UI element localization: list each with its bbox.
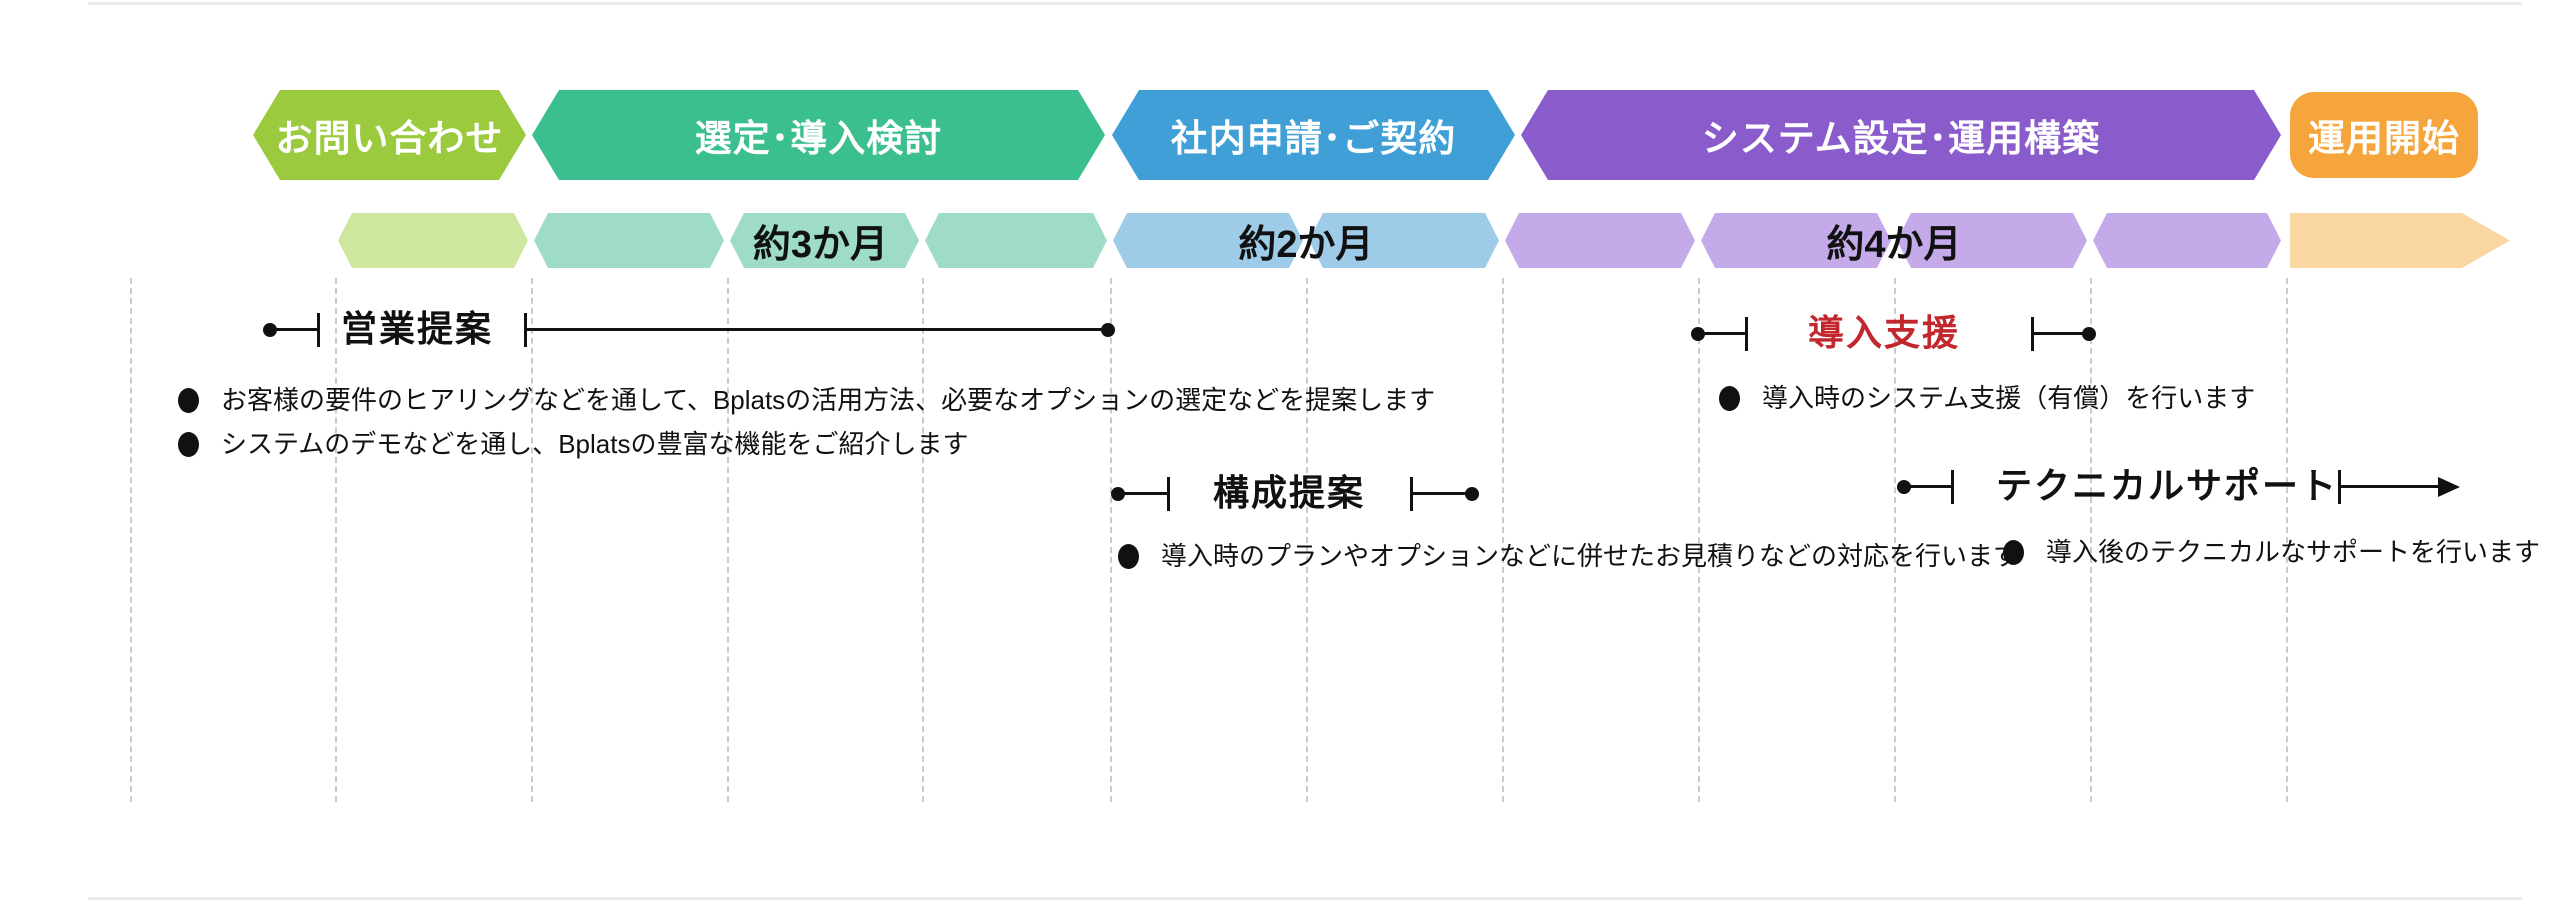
interval-line xyxy=(2340,485,2440,488)
bullet-icon xyxy=(178,431,199,457)
stage-setup-label: システム設定･運用構築 xyxy=(1701,118,2101,159)
interval-end-dot xyxy=(1465,487,1479,501)
interval-tick xyxy=(1951,470,1954,504)
grid-dashed-line xyxy=(1502,278,1504,802)
grid-dashed-line xyxy=(531,278,533,802)
grid-dashed-line xyxy=(922,278,924,802)
bullet-icon xyxy=(1118,543,1139,569)
annotation-title-implementation-support: 導入支援 xyxy=(1808,312,1961,353)
interval-line xyxy=(2033,332,2089,335)
bullet-item: お客様の要件のヒアリングなどを通して、Bplatsの活用方法、必要なオプションの… xyxy=(178,387,1435,413)
stage-application: 社内申請･ご契約 xyxy=(1112,90,1515,180)
interval-tick xyxy=(1410,477,1413,511)
interval-tick xyxy=(2338,470,2341,504)
interval-tick xyxy=(317,313,320,347)
ongoing-arrow-icon xyxy=(2438,477,2460,497)
bullet-icon xyxy=(2003,539,2024,565)
month-segment-application-1 xyxy=(1113,213,1303,268)
duration-label-setup: 約4か月 xyxy=(1826,224,1962,266)
grid-dashed-line xyxy=(130,278,132,802)
annotation-title-config-proposal: 構成提案 xyxy=(1213,472,1366,513)
bullet-icon xyxy=(178,387,199,413)
duration-label-selection: 約3か月 xyxy=(752,224,889,266)
interval-tick xyxy=(1167,477,1170,511)
interval-end-dot xyxy=(1101,323,1115,337)
annotation-title-technical-support: テクニカルサポート xyxy=(1996,465,2339,506)
interval-line xyxy=(526,328,1108,331)
bullet-item: 導入時のプランやオプションなどに併せたお見積りなどの対応を行います xyxy=(1118,543,2019,569)
stage-launch-label: 運用開始 xyxy=(2308,118,2460,159)
grid-dashed-line xyxy=(1306,278,1308,802)
month-segment-selection-1 xyxy=(534,213,724,268)
month-segment-setup-3 xyxy=(1897,213,2087,268)
interval-end-dot xyxy=(2082,327,2096,341)
stage-selection-label: 選定･導入検討 xyxy=(694,118,943,159)
grid-dashed-line xyxy=(1894,278,1896,802)
bottom-border-line xyxy=(88,897,2522,900)
month-segment-selection-2 xyxy=(730,213,919,268)
bullet-icon xyxy=(1719,385,1740,411)
month-segment-setup-1 xyxy=(1505,213,1695,268)
grid-dashed-line xyxy=(727,278,729,802)
grid-dashed-line xyxy=(1698,278,1700,802)
month-segment-launch-arrow xyxy=(2290,213,2510,268)
stage-inquiry: お問い合わせ xyxy=(253,90,526,180)
stage-setup: システム設定･運用構築 xyxy=(1521,90,2281,180)
month-segment-inquiry-1 xyxy=(338,213,528,268)
top-border-line xyxy=(88,2,2522,5)
interval-line xyxy=(270,328,320,331)
interval-tick xyxy=(524,313,527,347)
stage-inquiry-label: お問い合わせ xyxy=(275,118,504,159)
bullet-item: システムのデモなどを通し、Bplatsの豊富な機能をご紹介します xyxy=(178,431,968,457)
grid-dashed-line xyxy=(335,278,337,802)
bullet-text: お客様の要件のヒアリングなどを通して、Bplatsの活用方法、必要なオプションの… xyxy=(221,385,1436,415)
month-segment-setup-2 xyxy=(1701,213,1891,268)
interval-tick xyxy=(2031,317,2034,351)
month-segment-application-2 xyxy=(1309,213,1499,268)
stage-launch: 運用開始 xyxy=(2290,92,2478,178)
stage-selection: 選定･導入検討 xyxy=(532,90,1105,180)
bullet-text: 導入時のシステム支援（有償）を行います xyxy=(1762,383,2256,413)
bullet-text: システムのデモなどを通し、Bplatsの豊富な機能をご紹介します xyxy=(221,429,969,459)
month-segment-selection-3 xyxy=(925,213,1107,268)
stage-application-label: 社内申請･ご契約 xyxy=(1170,118,1457,159)
grid-dashed-line xyxy=(2286,278,2288,802)
grid-dashed-line xyxy=(2090,278,2092,802)
bullet-item: 導入時のシステム支援（有償）を行います xyxy=(1719,385,2255,411)
interval-line xyxy=(1904,485,1954,488)
interval-line xyxy=(1412,492,1472,495)
interval-line xyxy=(1698,332,1748,335)
bullet-text: 導入後のテクニカルなサポートを行います xyxy=(2046,537,2541,567)
duration-label-application: 約2か月 xyxy=(1238,224,1374,266)
grid-dashed-line xyxy=(1110,278,1112,802)
interval-line xyxy=(1118,492,1170,495)
interval-tick xyxy=(1745,317,1748,351)
bullet-item: 導入後のテクニカルなサポートを行います xyxy=(2003,539,2540,565)
month-segment-setup-4 xyxy=(2093,213,2281,268)
bullet-text: 導入時のプランやオプションなどに併せたお見積りなどの対応を行います xyxy=(1161,541,2020,571)
annotation-title-sales-proposal: 営業提案 xyxy=(341,308,494,349)
